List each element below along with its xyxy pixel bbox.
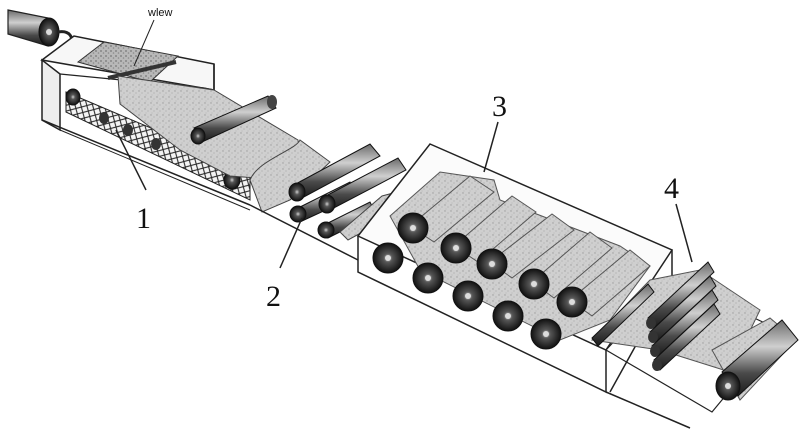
input-reel	[7, 9, 73, 47]
dryer-cylinder-top-1	[397, 175, 495, 244]
dryer-cylinders	[372, 175, 651, 350]
wire-roller-4	[151, 138, 161, 150]
forming-wire	[65, 88, 251, 201]
input-label: wlew	[147, 7, 173, 19]
calender-stack	[591, 261, 721, 371]
output-reel	[711, 317, 799, 401]
dryer-cylinder-top-4	[518, 231, 613, 300]
section-label-2: 2	[266, 280, 281, 313]
dandy-roll	[190, 95, 277, 145]
wire-roller-2	[99, 112, 109, 124]
dryer-cylinder-top-5	[556, 249, 651, 318]
pulp-inlet	[76, 41, 180, 83]
dryer-cylinder-top-3	[476, 213, 575, 280]
label-3-leader	[483, 121, 499, 173]
input-label-leader	[133, 19, 155, 67]
wire-roller-1	[65, 88, 81, 106]
label-2-leader	[279, 217, 303, 269]
section-label-3: 3	[492, 90, 507, 123]
dryer-cylinder-top-2	[440, 195, 537, 264]
section-label-1: 1	[136, 202, 151, 235]
label-1-leader	[115, 129, 147, 191]
label-4-leader	[675, 203, 693, 263]
wire-roller-3	[123, 124, 133, 136]
section-label-4: 4	[664, 172, 679, 205]
